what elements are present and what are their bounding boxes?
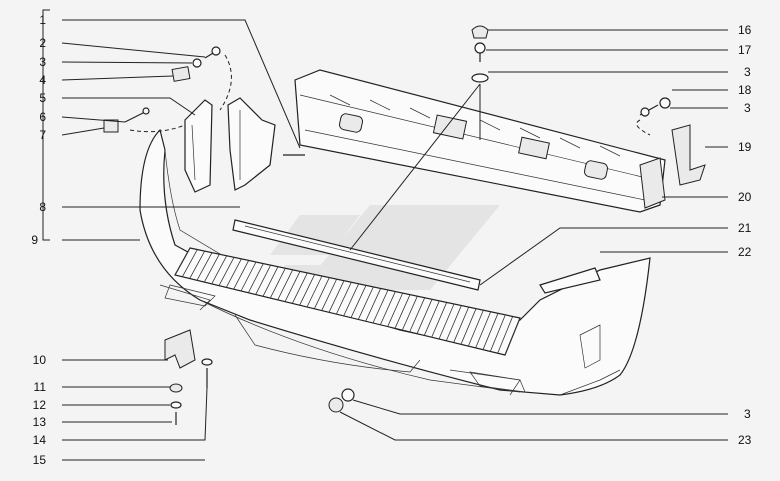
reinforcement-beam <box>294 69 666 213</box>
callout-12: 12 <box>33 398 47 412</box>
grille-slat <box>357 286 374 320</box>
callout-6: 6 <box>39 110 46 124</box>
callout-21: 21 <box>738 221 752 235</box>
callout-10: 10 <box>33 353 47 367</box>
grille-slat <box>423 300 440 336</box>
grille-slat <box>211 255 228 285</box>
grille-slat <box>306 275 323 308</box>
callout-4: 4 <box>39 73 46 87</box>
callout-8: 8 <box>39 200 46 214</box>
grille-slat <box>467 310 484 347</box>
grille-slat <box>475 311 492 349</box>
callout-7: 7 <box>39 128 46 142</box>
grille-slat <box>497 316 514 354</box>
callout-16: 16 <box>738 23 752 37</box>
callout-2: 2 <box>39 36 46 50</box>
grille-slat <box>504 317 521 356</box>
trim-strip <box>539 267 601 294</box>
grille-slat <box>416 299 433 334</box>
side-bracket <box>184 99 213 193</box>
callout-3d: 3 <box>744 407 751 421</box>
callout-11: 11 <box>34 380 47 394</box>
callouts-right: 16 17 3 18 3 19 20 21 22 3 23 <box>738 23 752 447</box>
grille-slat <box>328 280 345 313</box>
grille-slat <box>321 278 338 311</box>
grille-slat <box>438 303 455 340</box>
callout-3a: 3 <box>39 55 46 69</box>
grille-slat <box>269 268 286 299</box>
grille-slat <box>409 297 426 333</box>
grille-slat <box>181 249 198 277</box>
grille-slat <box>262 266 279 297</box>
grille-slat <box>225 258 242 288</box>
grille-slat <box>372 289 389 324</box>
grille-slat <box>196 252 213 281</box>
callout-13: 13 <box>33 415 47 429</box>
grille-slat <box>379 291 396 325</box>
grille-slats <box>174 247 521 356</box>
grille-slat <box>460 308 477 345</box>
callout-18: 18 <box>738 83 752 97</box>
assembly-lines <box>129 54 651 251</box>
grille-slat <box>247 263 264 293</box>
grille-slat <box>299 274 316 306</box>
callout-5: 5 <box>39 91 46 105</box>
grille-slat <box>335 282 352 315</box>
grille-slat <box>365 288 382 322</box>
callouts-left: 1 2 3 4 5 6 7 8 9 10 11 12 13 14 15 <box>31 13 46 467</box>
callout-17: 17 <box>738 43 752 57</box>
callout-15: 15 <box>33 453 47 467</box>
grille-slat <box>343 283 360 317</box>
grille-slat <box>394 294 411 329</box>
callout-19: 19 <box>738 140 752 154</box>
small-fasteners <box>103 25 706 425</box>
grille-slat <box>387 292 404 327</box>
grille-slat <box>174 247 191 276</box>
grille-slat <box>401 296 418 331</box>
callout-23: 23 <box>738 433 752 447</box>
callout-14: 14 <box>33 433 47 447</box>
grille-slat <box>482 313 499 350</box>
grille-slat <box>291 272 308 304</box>
mounting-strip <box>232 219 481 291</box>
group-bracket <box>42 9 50 241</box>
callout-3c: 3 <box>744 101 751 115</box>
grille-slat <box>189 250 206 279</box>
grille-slat <box>489 314 506 352</box>
grille-slat <box>431 302 448 338</box>
grille-slat <box>277 269 294 301</box>
side-guide <box>227 97 276 191</box>
grille-slat <box>233 260 250 290</box>
grille-slat <box>284 271 301 302</box>
leader-lines-right <box>339 29 728 441</box>
callout-1: 1 <box>39 13 46 27</box>
grille-slat <box>350 285 367 318</box>
callout-20: 20 <box>738 190 752 204</box>
grille-slat <box>453 306 470 343</box>
grille-slat <box>445 305 462 341</box>
callout-22: 22 <box>738 245 752 259</box>
callout-9: 9 <box>31 233 38 247</box>
grille-slat <box>240 261 257 292</box>
grille-slat <box>203 254 220 283</box>
callout-3b: 3 <box>744 65 751 79</box>
grille-slat <box>218 257 235 286</box>
leader-lines-left <box>61 19 301 461</box>
grille-slat <box>313 277 330 309</box>
grille-slat <box>255 264 272 295</box>
bumper-cover <box>139 128 651 396</box>
